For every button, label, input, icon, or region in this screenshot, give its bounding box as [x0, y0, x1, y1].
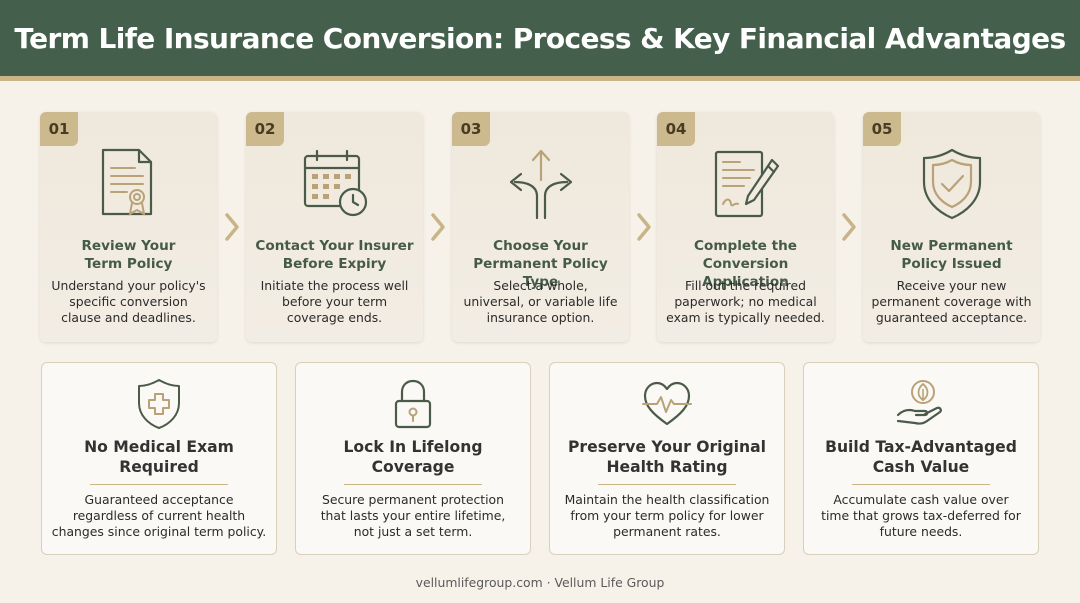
step-title-line: Policy Issued	[901, 256, 1002, 272]
step-desc-line: Understand your policy's	[51, 278, 206, 293]
chevron-right-icon	[431, 213, 445, 241]
chevron-right-icon	[225, 213, 239, 241]
benefit-desc-line: regardless of current health	[72, 508, 246, 523]
step-title-line: Term Policy	[84, 256, 173, 272]
heart-pulse-icon	[642, 381, 692, 426]
step-number-badge: 02	[246, 112, 284, 146]
step-title-line: New Permanent	[890, 238, 1013, 254]
benefit-card-no-medical-exam: No Medical Exam Required Guaranteed acce…	[41, 362, 277, 555]
header-banner: Term Life Insurance Conversion: Process …	[0, 0, 1080, 81]
step-card-2: 02 Contact Your Insurer Before Expiry In…	[246, 112, 423, 342]
padlock-icon	[394, 379, 432, 429]
divider	[90, 484, 228, 485]
step-desc-line: guaranteed acceptance.	[875, 310, 1028, 325]
step-number-badge: 03	[452, 112, 490, 146]
benefit-desc-line: Accumulate cash value over	[833, 492, 1009, 507]
divider	[598, 484, 736, 485]
step-number-badge: 05	[863, 112, 901, 146]
step-title-line: Contact Your Insurer	[255, 238, 414, 254]
benefit-desc-line: changes since original term policy.	[51, 524, 267, 539]
step-number-badge: 04	[657, 112, 695, 146]
benefit-desc-line: that lasts your entire lifetime,	[320, 508, 506, 523]
benefit-title-line: Required	[119, 458, 199, 476]
step-card-3: 03 Choose Your Permanent Policy Type Sel…	[452, 112, 629, 342]
step-title-line: Complete the	[694, 238, 797, 254]
footer-credit: vellumlifegroup.com · Vellum Life Group	[415, 575, 665, 590]
step-card-4: 04 Complete the Conversion Application F…	[657, 112, 834, 342]
step-card-5: 05 New Permanent Policy Issued Receive y…	[863, 112, 1040, 342]
benefit-title-line: Health Rating	[606, 458, 728, 476]
benefit-desc-line: Guaranteed acceptance	[84, 492, 234, 507]
step-title-line: Before Expiry	[282, 256, 387, 272]
step-card-1: 01 Review Your Term Policy Understand yo…	[40, 112, 217, 342]
benefit-title-line: Lock In Lifelong	[343, 438, 483, 456]
benefit-desc-line: future needs.	[879, 524, 963, 539]
step-desc-line: Receive your new	[896, 278, 1007, 293]
benefit-title-line: Cash Value	[872, 458, 970, 476]
step-desc-line: clause and deadlines.	[61, 310, 196, 325]
step-desc-line: Fill out the required	[685, 278, 806, 293]
benefit-title-line: Preserve Your Original	[568, 438, 766, 456]
benefit-desc-line: not just a set term.	[353, 524, 473, 539]
benefit-title-line: Coverage	[371, 458, 455, 476]
shield-check-icon	[922, 148, 981, 220]
step-desc-line: paperwork; no medical	[674, 294, 817, 309]
step-desc-line: permanent coverage with	[871, 294, 1032, 309]
benefit-desc-line: Secure permanent protection	[322, 492, 504, 507]
benefit-title-line: Build Tax-Advantaged	[825, 438, 1017, 456]
benefit-title-line: No Medical Exam	[84, 438, 234, 456]
benefit-desc-line: permanent rates.	[613, 524, 721, 539]
benefit-desc-line: Maintain the health classification	[564, 492, 770, 507]
step-title-line: Permanent Policy Type	[473, 256, 608, 290]
benefit-card-lifelong-coverage: Lock In Lifelong Coverage Secure permane…	[295, 362, 531, 555]
step-desc-line: universal, or variable life	[463, 294, 618, 309]
chevron-right-icon	[842, 213, 856, 241]
step-desc-line: coverage ends.	[286, 310, 383, 325]
shield-cross-icon	[138, 379, 180, 429]
step-desc-line: insurance option.	[486, 310, 595, 325]
step-number-badge: 01	[40, 112, 78, 146]
benefit-card-health-rating: Preserve Your Original Health Rating Mai…	[549, 362, 785, 555]
process-steps: 01 Review Your Term Policy Understand yo…	[40, 112, 1040, 342]
benefit-desc-line: time that grows tax-deferred for	[821, 508, 1021, 523]
hand-leaf-icon	[896, 380, 942, 425]
step-desc-line: specific conversion	[69, 294, 188, 309]
step-title-line: Choose Your	[493, 238, 588, 254]
step-title-line: Conversion Application	[702, 256, 789, 290]
page-title: Term Life Insurance Conversion: Process …	[14, 21, 1066, 55]
step-desc-line: before your term	[281, 294, 388, 309]
document-certificate-icon	[101, 148, 152, 216]
form-pen-icon	[714, 150, 779, 218]
calendar-clock-icon	[303, 149, 367, 217]
step-desc-line: exam is typically needed.	[666, 310, 825, 325]
step-desc-line: Select a whole,	[493, 278, 588, 293]
step-desc-line: Initiate the process well	[260, 278, 409, 293]
step-title-line: Review Your	[81, 238, 176, 254]
divider	[852, 484, 990, 485]
branching-arrows-icon	[509, 149, 572, 220]
chevron-right-icon	[637, 213, 651, 241]
benefit-card-cash-value: Build Tax-Advantaged Cash Value Accumula…	[803, 362, 1039, 555]
divider	[344, 484, 482, 485]
benefit-desc-line: from your term policy for lower	[570, 508, 764, 523]
